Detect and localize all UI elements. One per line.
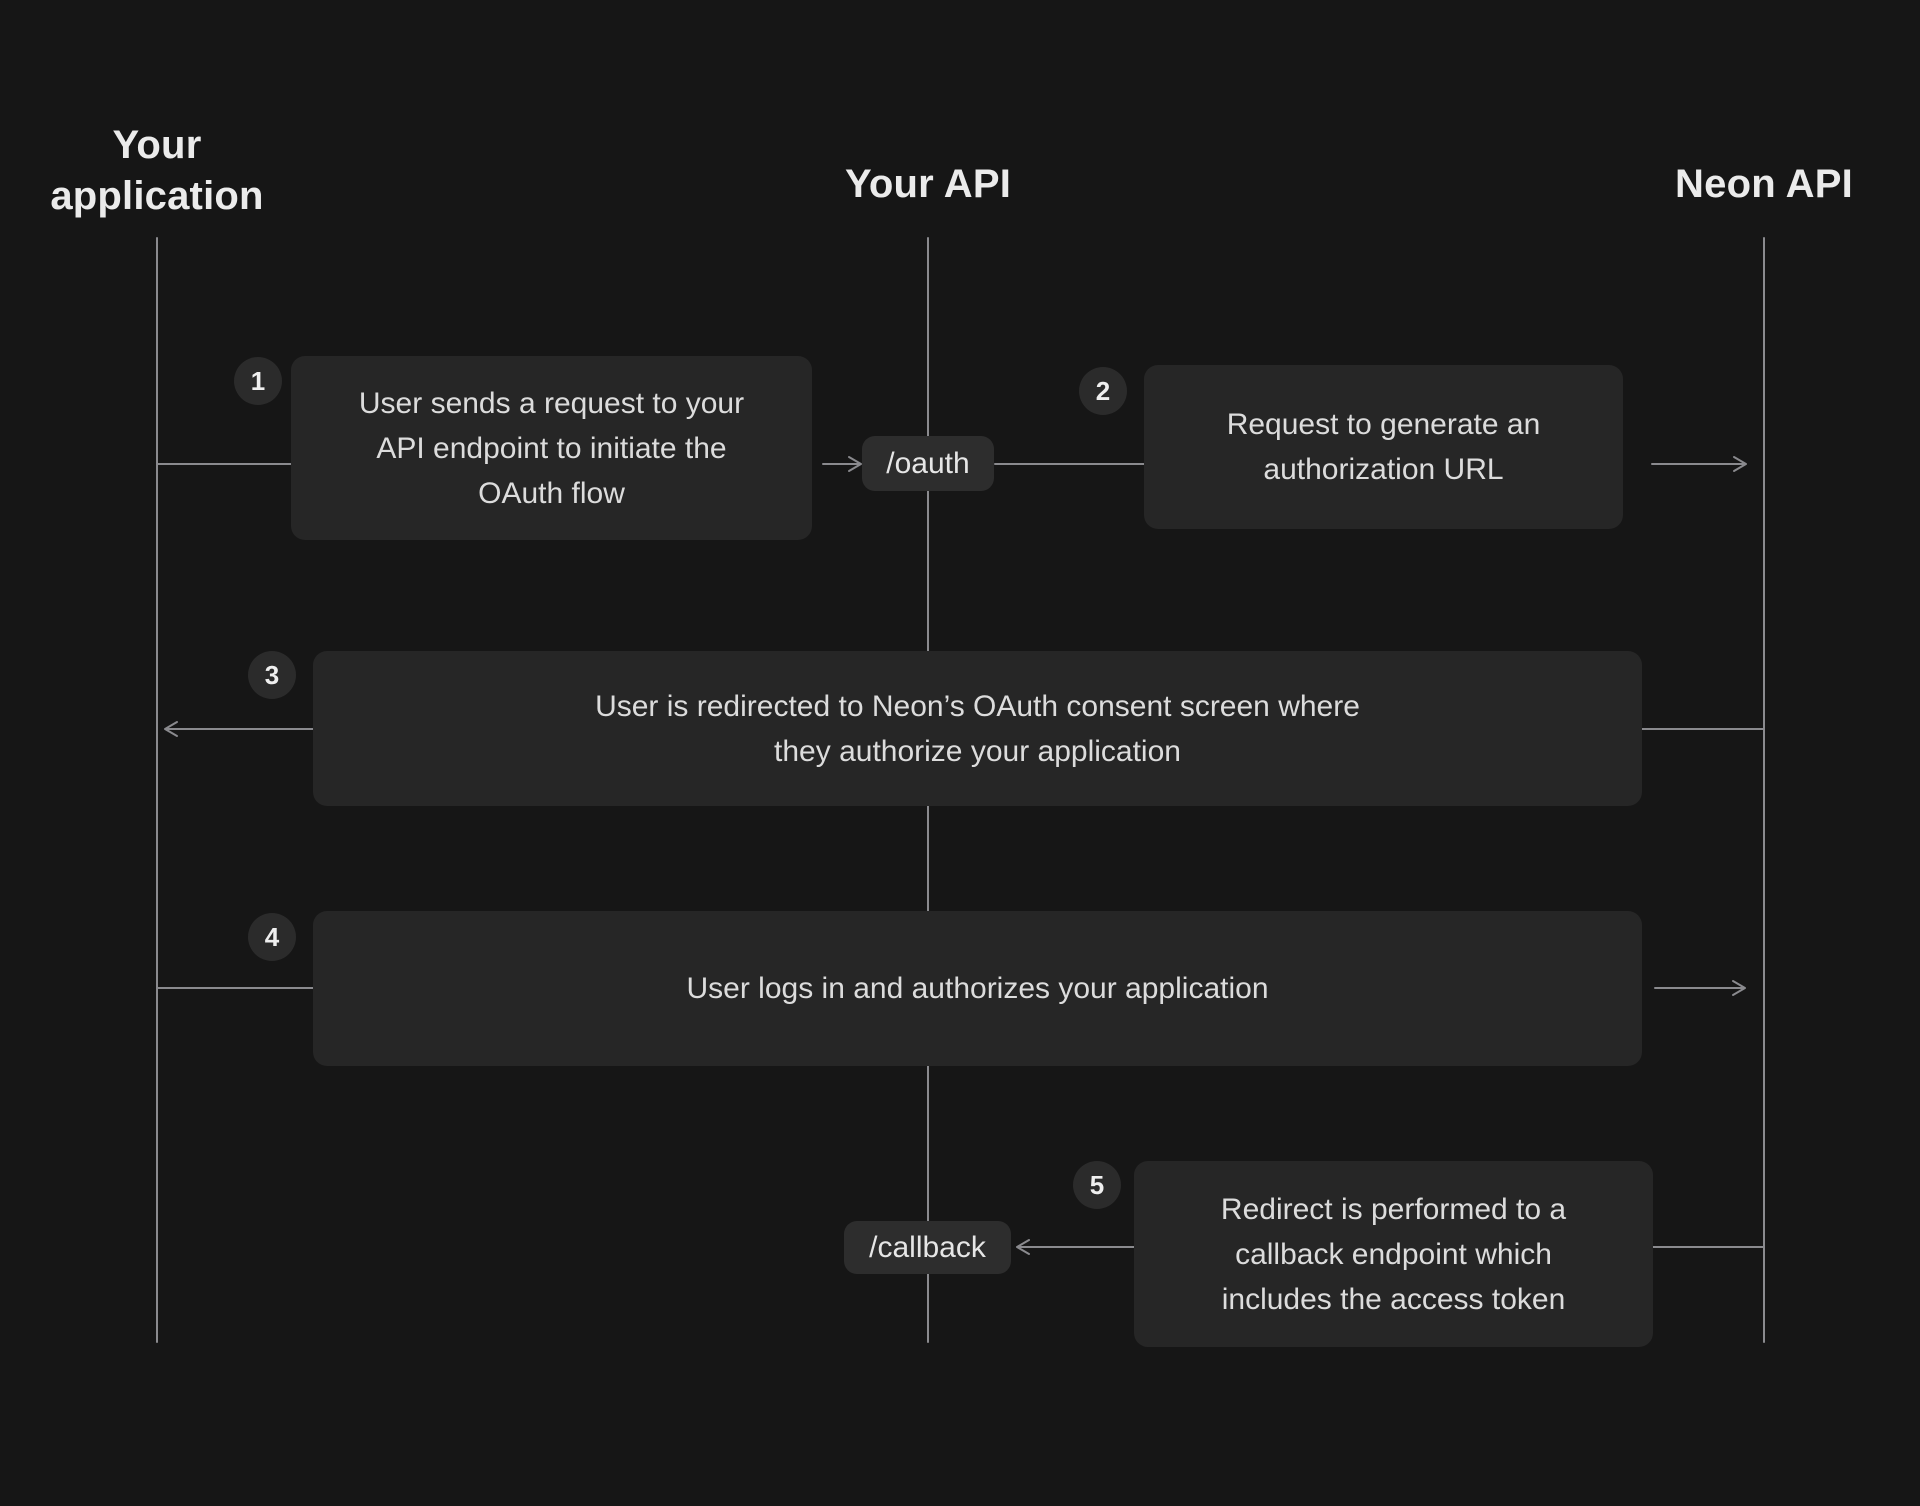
actor-your-api: Your API [844,162,1012,206]
endpoint-callback: /callback [844,1221,1011,1274]
step-5-message: Redirect is performed to a callback endp… [1134,1161,1653,1347]
step-5-text: Redirect is performed to a callback endp… [1220,1192,1567,1316]
step-4-text: User logs in and authorizes your applica… [686,972,1269,1005]
step-1-message: User sends a request to your API endpoin… [291,356,812,540]
step-3-message: User is redirected to Neon’s OAuth conse… [313,651,1642,806]
step-2-badge: 2 [1079,367,1127,415]
endpoint-oauth-label: /oauth [886,446,970,480]
actor-neon-api: Neon API [1675,162,1853,206]
step-2-arrowhead-right-icon [1733,456,1747,472]
endpoint-callback-label: /callback [869,1230,986,1264]
step-5-arrowhead-left-icon [1016,1239,1030,1255]
actor-your-application: Your application [50,123,264,218]
endpoint-oauth: /oauth [862,436,994,491]
step-3-text: User is redirected to Neon’s OAuth conse… [595,689,1360,768]
step-1-arrowhead-right-icon [848,456,862,472]
step-5-badge: 5 [1073,1161,1121,1209]
step-2-text: Request to generate an authorization URL [1226,408,1541,486]
step-3-badge: 3 [248,651,296,699]
step-1-text: User sends a request to your API endpoin… [358,386,745,510]
step-2-message: Request to generate an authorization URL [1144,365,1623,529]
step-4-message: User logs in and authorizes your applica… [313,911,1642,1066]
step-1-badge: 1 [234,357,282,405]
step-3-arrowhead-left-icon [164,721,178,737]
step-4-badge: 4 [248,913,296,961]
step-4-arrowhead-right-icon [1732,980,1746,996]
